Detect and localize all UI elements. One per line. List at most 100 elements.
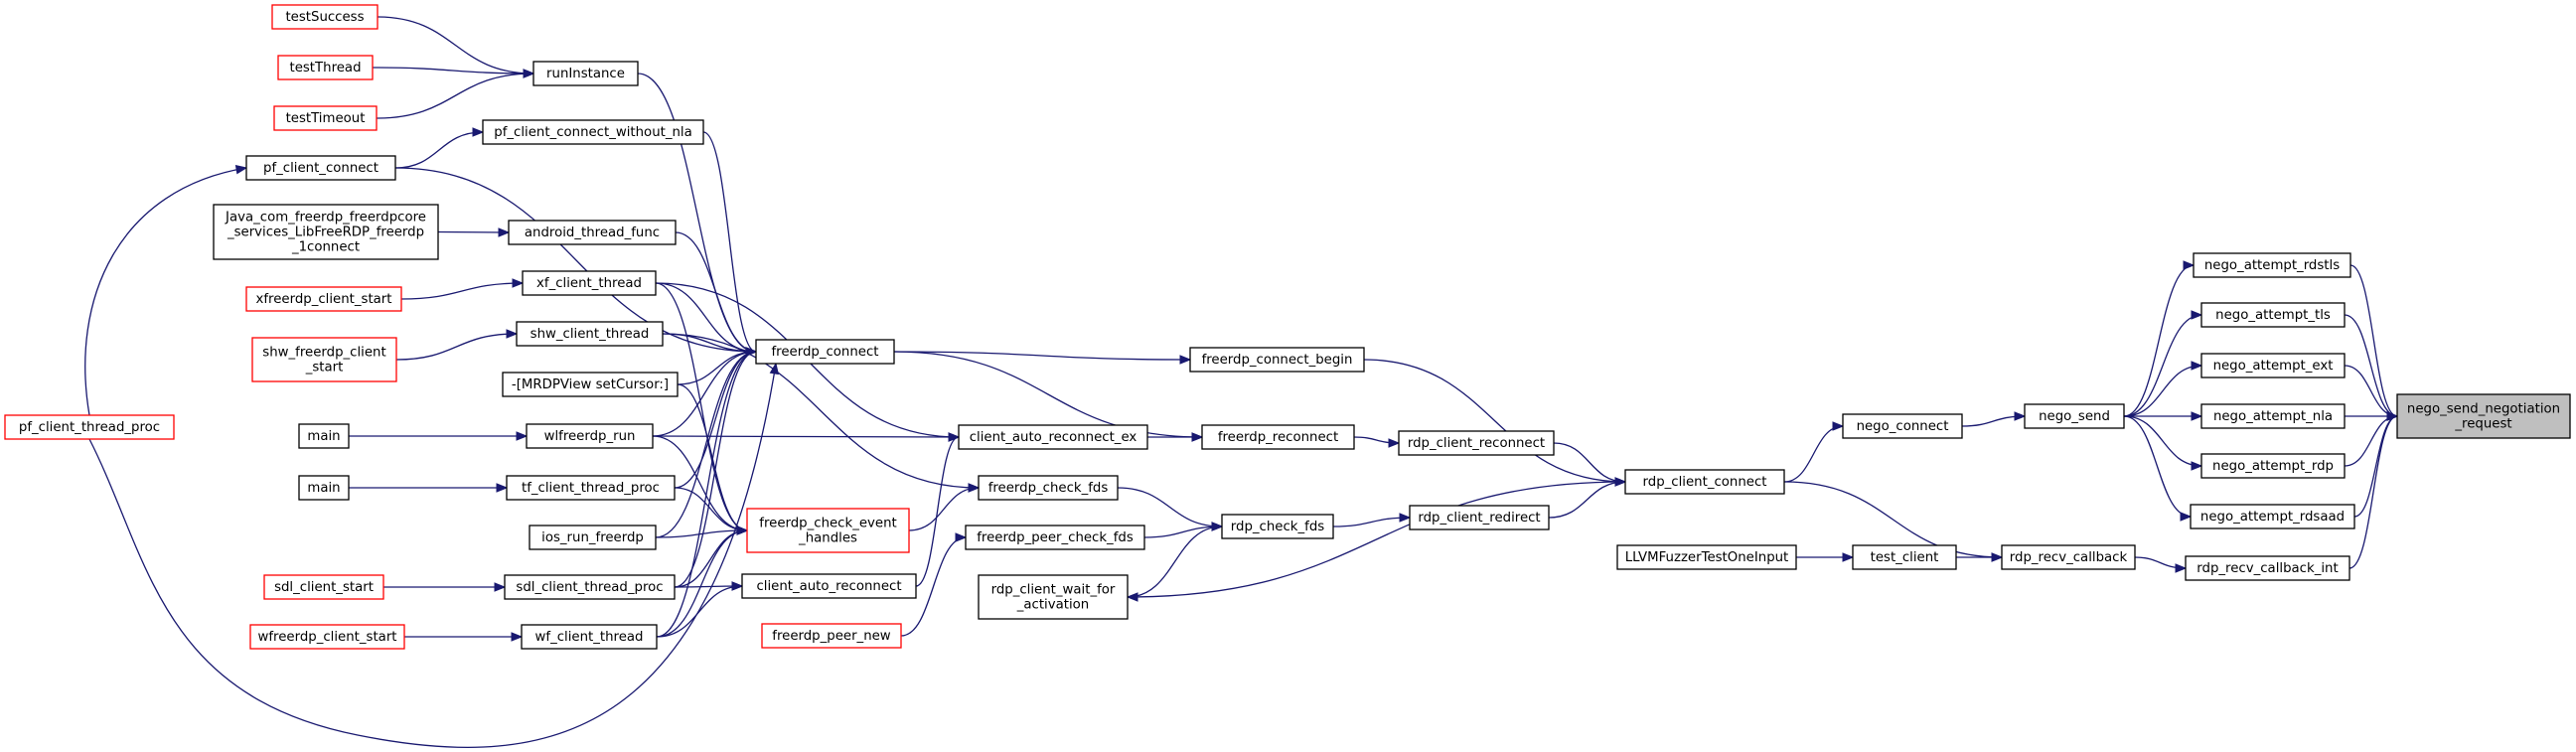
node-testTimeout[interactable]: testTimeout (273, 105, 378, 131)
node-rdsaad[interactable]: nego_attempt_rdsaad (2190, 504, 2355, 529)
node-box-testTimeout (273, 105, 378, 131)
node-freconn[interactable]: freerdp_reconnect (1201, 424, 1355, 450)
node-main2[interactable]: main (298, 475, 350, 501)
node-runinst[interactable]: runInstance (532, 61, 639, 86)
node-nego_connect[interactable]: nego_connect (1842, 413, 1963, 439)
arrowhead-wlrun-to-fceh (736, 526, 749, 535)
node-fpcfds[interactable]: freerdp_peer_check_fds (965, 525, 1145, 550)
node-fcb[interactable]: freerdp_connect_begin (1189, 347, 1365, 373)
node-pfctp[interactable]: pf_client_thread_proc (4, 414, 175, 440)
node-test_client[interactable]: test_client (1852, 544, 1957, 570)
node-car[interactable]: client_auto_reconnect (741, 573, 917, 599)
node-sdlstart[interactable]: sdl_client_start (263, 574, 384, 600)
edge-rcrec-to-rcc (1553, 442, 1626, 483)
arrowhead-nego_send-to-nla (2191, 411, 2203, 421)
edge-xfct-to-fceh (655, 282, 748, 531)
node-pfcc[interactable]: pf_client_connect (245, 155, 396, 181)
node-iosrun[interactable]: ios_run_freerdp (529, 525, 657, 550)
node-box-atf (508, 220, 677, 245)
node-wfct[interactable]: wf_client_thread (521, 624, 658, 650)
node-xfstart[interactable]: xfreerdp_client_start (245, 286, 402, 312)
arrowhead-main2-to-tfctp (496, 483, 509, 493)
node-box-tls (2200, 302, 2346, 328)
arrowhead-nego_connect-to-nego_send (2014, 411, 2027, 421)
arrowhead-shwct-to-fcfds (968, 483, 981, 493)
node-nla[interactable]: nego_attempt_nla (2200, 403, 2346, 429)
node-rcred[interactable]: rdp_client_redirect (1409, 505, 1550, 530)
node-rcc[interactable]: rdp_client_connect (1624, 469, 1785, 495)
arrowhead-sdlstart-to-sdlctp (494, 582, 507, 592)
node-box-mrdp (502, 372, 679, 397)
node-label: ios_run_freerdp (541, 530, 644, 545)
arrowhead-xfstart-to-xfct (512, 278, 525, 288)
node-mrdp[interactable]: -[MRDPView setCursor:] (502, 372, 679, 397)
edge-rcc-to-nego_connect (1783, 425, 1844, 483)
edge-pccwn-to-fconn (702, 131, 757, 353)
node-fpnew[interactable]: freerdp_peer_new (761, 623, 902, 649)
node-label: _start (305, 361, 344, 376)
node-label: nego_attempt_rdstls (2204, 258, 2340, 273)
node-box-rrci (2185, 555, 2350, 581)
node-label: nego_attempt_tls (2215, 308, 2331, 323)
node-main1[interactable]: main (298, 423, 350, 449)
node-label: pf_client_connect (263, 161, 379, 176)
node-atf[interactable]: android_thread_func (508, 220, 677, 245)
node-shwstart[interactable]: shw_freerdp_client_start (251, 337, 397, 382)
node-fconn[interactable]: freerdp_connect (755, 339, 895, 365)
node-shwct[interactable]: shw_client_thread (516, 321, 664, 347)
node-box-rcred (1409, 505, 1550, 530)
arrowhead-nego_send-to-rdsaad (2180, 512, 2193, 522)
edge-testThread-to-runinst (372, 67, 534, 75)
node-testThread[interactable]: testThread (277, 55, 374, 80)
node-fcfds[interactable]: freerdp_check_fds (978, 475, 1119, 501)
node-box-xfct (522, 270, 657, 296)
arrowhead-llvm-to-test_client (1842, 552, 1855, 562)
arrowhead-rrc-to-rrci (2175, 563, 2188, 573)
node-llvm[interactable]: LLVMFuzzerTestOneInput (1616, 544, 1797, 570)
node-rdstls[interactable]: nego_attempt_rdstls (2193, 252, 2351, 278)
node-label: LLVMFuzzerTestOneInput (1625, 550, 1789, 565)
edge-rcfds-to-rcred (1332, 517, 1411, 527)
node-box-rdsaad (2190, 504, 2355, 529)
node-box-fconn (755, 339, 895, 365)
node-label: xf_client_thread (536, 276, 642, 291)
node-ext[interactable]: nego_attempt_ext (2200, 353, 2346, 378)
node-box-java (213, 204, 439, 260)
node-testSuccess[interactable]: testSuccess (271, 4, 379, 30)
node-label: rdp_client_reconnect (1408, 436, 1545, 451)
node-label: nego_connect (1857, 419, 1949, 434)
node-label: pf_client_thread_proc (19, 420, 160, 435)
node-label: freerdp_reconnect (1218, 430, 1338, 445)
node-java[interactable]: Java_com_freerdp_freerdpcore_services_Li… (213, 204, 439, 260)
node-fceh[interactable]: freerdp_check_event_handles (746, 508, 910, 553)
node-pccwn[interactable]: pf_client_connect_without_nla (482, 119, 704, 145)
node-xfct[interactable]: xf_client_thread (522, 270, 657, 296)
node-rrc[interactable]: rdp_recv_callback (2001, 544, 2136, 570)
node-tls[interactable]: nego_attempt_tls (2200, 302, 2346, 328)
node-sdlctp[interactable]: sdl_client_thread_proc (504, 574, 676, 600)
edge-sdlctp-to-fceh (674, 529, 748, 588)
node-tfctp[interactable]: tf_client_thread_proc (506, 475, 676, 501)
node-label: client_auto_reconnect_ex (970, 430, 1137, 445)
node-box-main2 (298, 475, 350, 501)
node-label: _handles (798, 531, 857, 546)
node-rcwfa[interactable]: rdp_client_wait_for_activation (978, 574, 1129, 620)
edge-java-to-atf (437, 230, 510, 233)
node-wlrun[interactable]: wlfreerdp_run (526, 423, 654, 449)
edge-fcfds-to-rcfds (1117, 487, 1223, 527)
node-wfstart[interactable]: wfreerdp_client_start (249, 624, 405, 650)
node-label: _request (2454, 417, 2511, 432)
node-rcrec[interactable]: rdp_client_reconnect (1398, 430, 1555, 456)
arrowhead-rrci-to-nsnr (2386, 411, 2399, 421)
node-rrci[interactable]: rdp_recv_callback_int (2185, 555, 2350, 581)
node-rcfds[interactable]: rdp_check_fds (1221, 514, 1334, 539)
node-box-rcfds (1221, 514, 1334, 539)
node-box-fpnew (761, 623, 902, 649)
node-care[interactable]: client_auto_reconnect_ex (958, 424, 1148, 450)
node-nego_send[interactable]: nego_send (2024, 403, 2125, 429)
arrowhead-rcc-to-nego_connect (1832, 421, 1845, 431)
edges-layer (84, 16, 2399, 748)
edge-tfctp-to-fconn (674, 351, 757, 489)
node-rdp[interactable]: nego_attempt_rdp (2200, 453, 2346, 479)
